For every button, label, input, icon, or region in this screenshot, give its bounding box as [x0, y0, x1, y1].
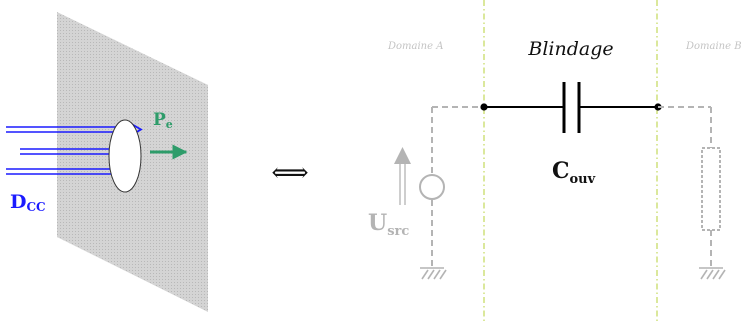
- source-label: Usrc: [368, 210, 409, 239]
- source-label-main: U: [368, 210, 387, 236]
- capacitor-symbol: [562, 82, 581, 133]
- equivalence-symbol: ⟺: [271, 158, 308, 188]
- power-label: Pe: [153, 110, 173, 131]
- flux-label-sub: CC: [26, 200, 45, 214]
- power-label-main: P: [153, 110, 166, 130]
- domain-a-label: Domaine A: [387, 41, 443, 52]
- shield-plate-figure: Pe DCC: [6, 12, 208, 312]
- source-voltage-arrow: [394, 147, 411, 205]
- ground-a-symbol: [420, 267, 447, 280]
- power-label-sub: e: [166, 118, 173, 131]
- equivalent-circuit: Domaine A Domaine B Blindage Usrc: [368, 0, 742, 322]
- capacitor-label-main: C: [552, 158, 570, 184]
- ground-b-symbol: [699, 267, 726, 280]
- flux-label-main: D: [10, 191, 26, 213]
- capacitor-label: Couv: [552, 158, 596, 187]
- load-resistor-symbol: [701, 147, 721, 231]
- capacitor-label-sub: ouv: [570, 172, 596, 187]
- flux-label: DCC: [10, 191, 46, 214]
- aperture: [108, 119, 142, 193]
- node-left: [480, 103, 488, 111]
- domain-a-wiring: [431, 106, 484, 268]
- domain-b-label: Domaine B: [685, 41, 742, 52]
- shield-label: Blindage: [527, 38, 613, 60]
- source-label-sub: src: [387, 224, 409, 239]
- domain-b-wiring: [658, 106, 712, 268]
- voltage-source-symbol: [419, 174, 445, 200]
